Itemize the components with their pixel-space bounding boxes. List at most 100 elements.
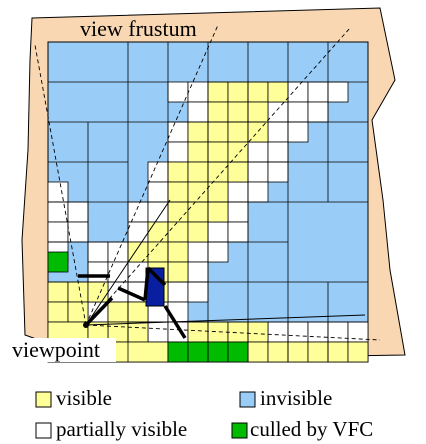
cell-visible (107, 301, 129, 323)
cell-visible (187, 321, 209, 343)
cell-visible (347, 341, 369, 363)
cell-partially-visible (307, 81, 329, 103)
cell-visible (187, 221, 209, 243)
legend-label-partially-visible: partially visible (56, 417, 187, 441)
legend-label-culled: culled by VFC (250, 417, 373, 441)
cell-partially-visible (307, 321, 329, 343)
cell-visible (167, 261, 189, 283)
cell-partially-visible (167, 141, 189, 163)
cell-partially-visible (47, 221, 69, 243)
cell-visible (327, 341, 349, 363)
cell-partially-visible (287, 121, 309, 143)
cell-culled-by-vfc (167, 341, 189, 363)
cell-visible (267, 341, 289, 363)
view-frustum-label: view frustum (80, 16, 197, 41)
cell-culled-by-vfc (47, 251, 69, 273)
cell-partially-visible (267, 101, 289, 123)
cell-visible (167, 181, 189, 203)
cell-partially-visible (47, 181, 69, 203)
cell-visible (167, 201, 189, 223)
cell-visible (207, 201, 229, 223)
cell-partially-visible (87, 261, 109, 283)
cell-visible (227, 121, 249, 143)
cell-visible (147, 241, 169, 263)
cell-visible (287, 341, 309, 363)
cell-partially-visible (227, 201, 249, 223)
cell-partially-visible (187, 281, 209, 303)
legend-swatch-culled (231, 422, 248, 439)
cell-visible (87, 281, 109, 303)
cell-culled-by-vfc (187, 341, 209, 363)
cell-visible (47, 281, 69, 303)
cell-partially-visible (87, 241, 109, 263)
cell-partially-visible (167, 301, 189, 323)
occluder-edges (78, 266, 187, 339)
cell-visible (207, 321, 229, 343)
cell-partially-visible (247, 161, 269, 183)
cell-visible (227, 141, 249, 163)
cell-visible (247, 341, 269, 363)
cell-partially-visible (267, 121, 289, 143)
cell-partially-visible (267, 141, 289, 163)
cell-visible (227, 161, 249, 183)
cell-visible (127, 321, 149, 343)
cell-partially-visible (227, 221, 249, 243)
cell-visible (167, 161, 189, 183)
legend-label-visible: visible (56, 386, 112, 410)
cell-partially-visible (107, 261, 129, 283)
cell-partially-visible (287, 101, 309, 123)
cell-visible (207, 141, 229, 163)
cell-visible (207, 181, 229, 203)
cell-partially-visible (327, 81, 349, 103)
quadtree-grid (48, 42, 368, 362)
cell-partially-visible (327, 321, 349, 343)
cell-visible (187, 141, 209, 163)
cell-partially-visible (67, 221, 89, 243)
cell-visible (247, 81, 269, 103)
cell-visible (227, 321, 249, 343)
cell-visible (47, 301, 69, 323)
legend-swatch-invisible (239, 391, 256, 408)
cell-partially-visible (267, 321, 289, 343)
cell-visible (207, 121, 229, 143)
cell-visible (127, 241, 149, 263)
cell-culled-by-vfc (227, 341, 249, 363)
viewpoint-label-bg (10, 338, 116, 362)
cell-visible (247, 101, 269, 123)
cell-visible (187, 201, 209, 223)
cell-partially-visible (147, 321, 169, 343)
cell-partially-visible (247, 181, 269, 203)
cell-partially-visible (187, 81, 209, 103)
cell-visible (147, 221, 169, 243)
cell-partially-visible (187, 261, 209, 283)
cell-visible (127, 301, 149, 323)
viewpoint-label: viewpoint (12, 337, 100, 362)
cell-visible (207, 161, 229, 183)
cell-partially-visible (147, 161, 169, 183)
legend-swatch-partially-visible (35, 422, 52, 439)
cell-partially-visible (307, 101, 329, 123)
cell-partially-visible (67, 201, 89, 223)
cell-partially-visible (267, 161, 289, 183)
cell-partially-visible (187, 101, 209, 123)
cell-visible (227, 81, 249, 103)
cell-partially-visible (127, 221, 149, 243)
legend-swatch-visible (35, 391, 52, 408)
cell-partially-visible (227, 181, 249, 203)
cell-visible (307, 341, 329, 363)
cell-partially-visible (167, 281, 189, 303)
cell-culled-by-vfc (207, 341, 229, 363)
cell-visible (267, 81, 289, 103)
cell-visible (227, 101, 249, 123)
cell-partially-visible (207, 221, 229, 243)
cell-visible (207, 101, 229, 123)
cell-partially-visible (347, 321, 369, 343)
cell-visible (67, 281, 89, 303)
cell-visible (187, 161, 209, 183)
cell-partially-visible (127, 261, 149, 283)
cell-partially-visible (187, 241, 209, 263)
cell-partially-visible (287, 81, 309, 103)
viewpoint-marker (83, 322, 89, 328)
cell-partially-visible (207, 241, 229, 263)
